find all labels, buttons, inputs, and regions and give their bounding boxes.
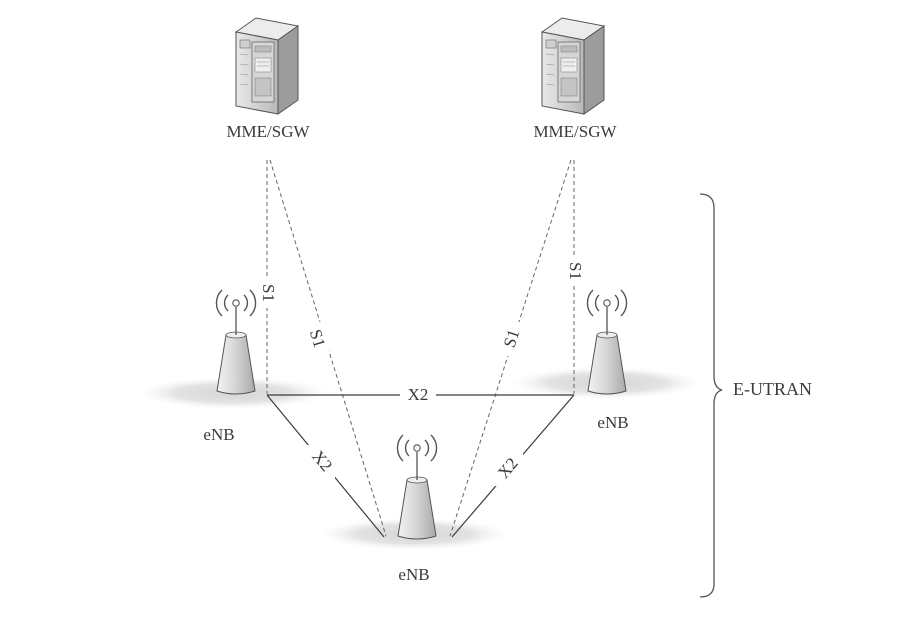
mme-sgw-right-label: MME/SGW: [533, 122, 617, 141]
mme-sgw-right: MME/SGW: [533, 17, 618, 141]
x2-label-top: X2: [408, 385, 429, 404]
enb-left: eNB: [203, 289, 257, 444]
enb-bottom: eNB: [396, 434, 438, 584]
s1-label-left-vertical: S1: [259, 284, 278, 302]
antenna-icon: [396, 434, 438, 540]
e-utran-label: E-UTRAN: [733, 379, 812, 399]
enb-right-label: eNB: [597, 413, 628, 432]
enb-bottom-label: eNB: [398, 565, 429, 584]
mme-sgw-left: MME/SGW: [226, 17, 311, 141]
s1-label-right-diagonal: S1: [500, 327, 524, 350]
s1-label-left-diagonal: S1: [306, 327, 329, 350]
antenna-icon: [586, 289, 628, 395]
server-icon: [541, 17, 605, 115]
mme-sgw-left-label: MME/SGW: [226, 122, 310, 141]
enb-left-label: eNB: [203, 425, 234, 444]
antenna-icon: [215, 289, 257, 395]
server-icon: [235, 17, 299, 115]
s1-label-right-vertical: S1: [566, 262, 585, 280]
enb-right: eNB: [586, 289, 629, 432]
e-utran-bracket: [699, 193, 723, 598]
